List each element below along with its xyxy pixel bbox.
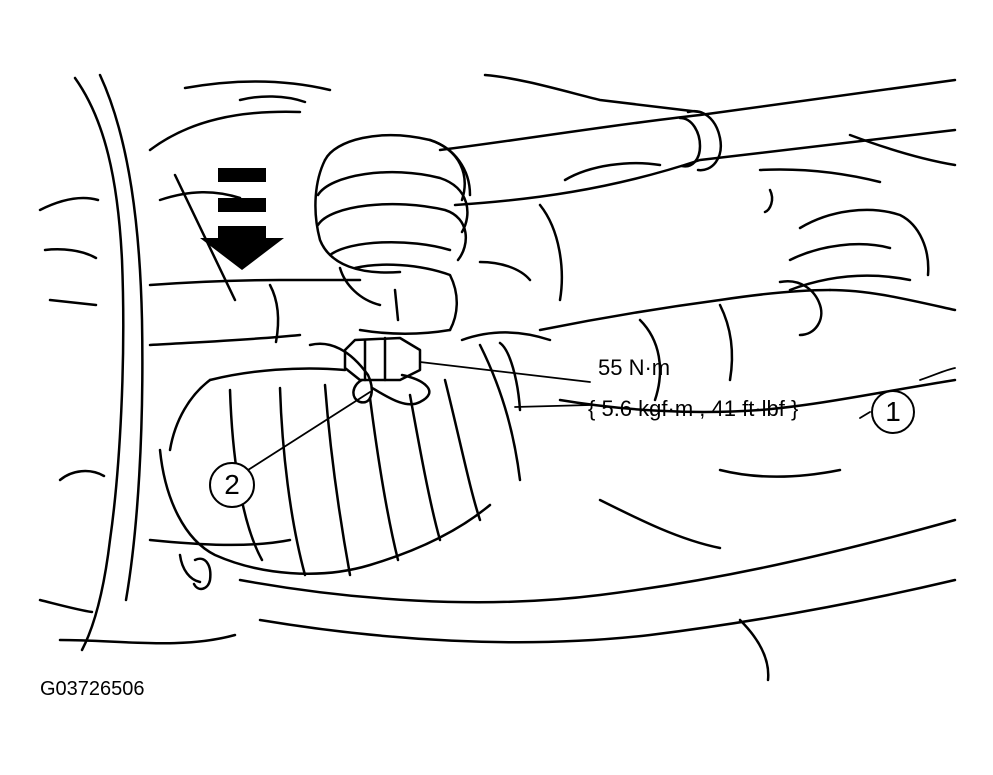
- tie-rod: [438, 78, 957, 207]
- castle-nut-cotter-pin: [308, 336, 431, 406]
- knuckle-arm: [148, 173, 458, 347]
- figure-id: G03726506: [40, 678, 145, 700]
- callout-2: 2: [209, 462, 255, 508]
- down-arrow-icon: [200, 168, 284, 270]
- wheel-hub-outline: [38, 73, 237, 652]
- leader-lines: [247, 361, 956, 471]
- callout-1: 1: [871, 390, 915, 434]
- tie-rod-end-boot: [314, 133, 472, 307]
- callout-2-number: 2: [224, 469, 240, 500]
- torque-spec-alternate: { 5.6 kgf·m , 41 ft·lbf }: [588, 396, 799, 421]
- steering-rack-housing: [178, 203, 957, 682]
- torque-spec-metric: 55 N·m: [598, 355, 671, 380]
- callout-1-number: 1: [885, 396, 901, 427]
- steering-rack-boot: [148, 331, 552, 577]
- chassis-outline: [148, 73, 957, 214]
